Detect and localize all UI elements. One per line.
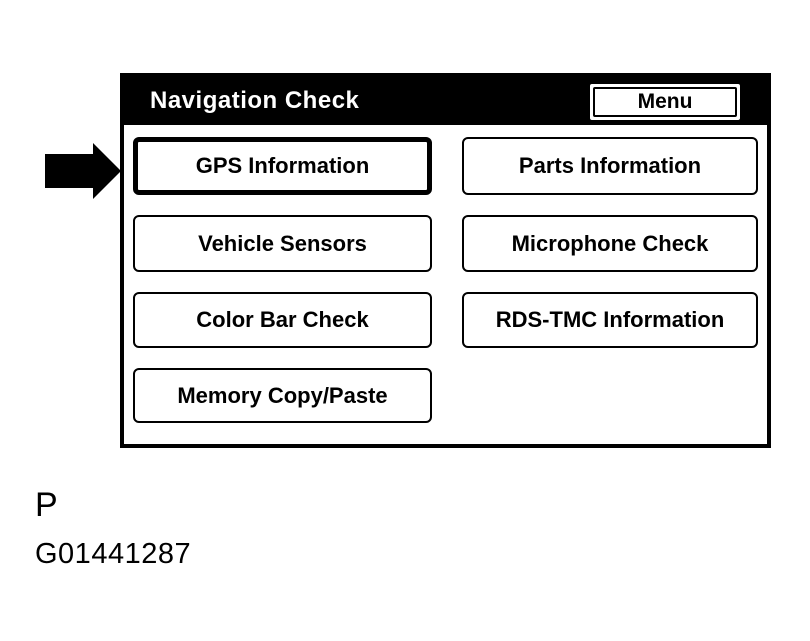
button-gps-information-label: GPS Information (195, 153, 370, 178)
button-parts-information[interactable]: Parts Information (462, 137, 758, 195)
button-color-bar-check-label: Color Bar Check (196, 307, 369, 332)
button-vehicle-sensors[interactable]: Vehicle Sensors (133, 215, 432, 272)
button-microphone-check[interactable]: Microphone Check (462, 215, 758, 272)
button-microphone-check-label: Microphone Check (511, 230, 709, 256)
button-parts-information-label: Parts Information (518, 153, 702, 178)
button-color-bar-check[interactable]: Color Bar Check (133, 292, 432, 348)
menu-button-label: Menu (593, 87, 737, 117)
button-vehicle-sensors-label: Vehicle Sensors (198, 230, 367, 256)
page-title: Navigation Check (150, 87, 360, 114)
figure-code: G01441287 (35, 538, 192, 570)
menu-button[interactable]: Menu (590, 84, 740, 120)
button-memory-copy-paste-label: Memory Copy/Paste (177, 382, 388, 408)
button-memory-copy-paste[interactable]: Memory Copy/Paste (133, 368, 432, 423)
button-gps-information[interactable]: GPS Information (133, 137, 432, 195)
button-rds-tmc-information[interactable]: RDS-TMC Information (462, 292, 758, 348)
selection-arrow-icon (45, 143, 121, 199)
navigation-check-screen: Navigation Check Menu GPS Information Pa… (120, 73, 771, 448)
button-rds-tmc-information-label: RDS-TMC Information (495, 307, 725, 332)
page-label: P (35, 486, 58, 524)
